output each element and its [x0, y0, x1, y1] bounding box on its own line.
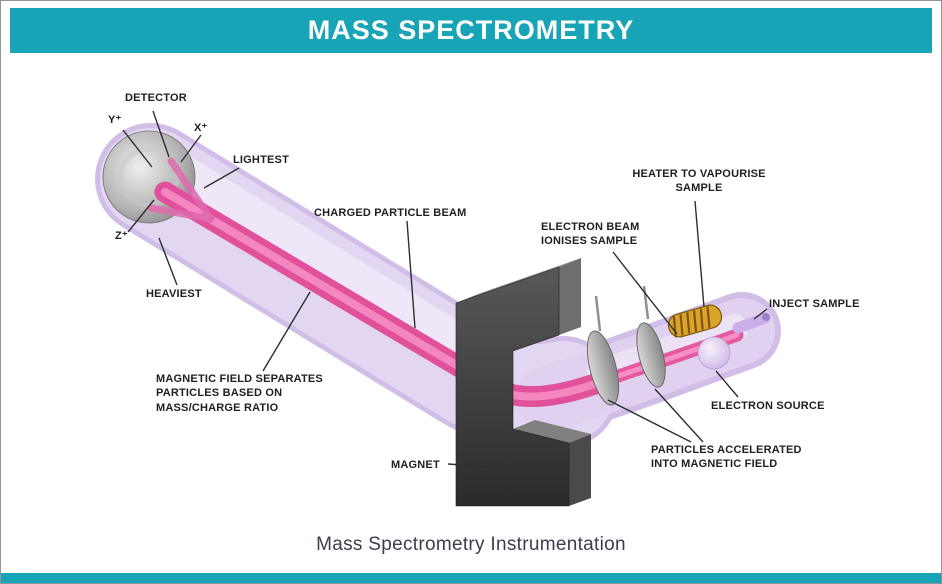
label-detector: DETECTOR	[125, 92, 187, 104]
leader-lightest	[203, 167, 240, 189]
magnet-front-face	[455, 266, 570, 507]
magnet-top-face	[456, 258, 581, 303]
leader-x-ion	[180, 134, 202, 163]
leader-magnetic-field	[262, 291, 311, 372]
leader-electron-beam	[612, 251, 678, 335]
label-y-ion: Y⁺	[108, 114, 122, 126]
flight-tube-highlight-left	[143, 143, 473, 361]
flight-tube-highlight-right	[587, 314, 748, 387]
leader-electron-source	[715, 370, 739, 398]
leader-detector	[152, 110, 170, 158]
label-electron-beam-line1: ELECTRON BEAM	[541, 221, 640, 233]
label-charged-particle-beam: CHARGED PARTICLE BEAM	[314, 207, 467, 219]
magnet-top-arm-side	[559, 258, 581, 335]
label-magnet: MAGNET	[391, 459, 440, 471]
label-particles-accelerated-line2: INTO MAGNETIC FIELD	[651, 458, 778, 471]
label-magnetic-field: MAGNETIC FIELD SEPARATES PARTICLES BASED…	[156, 372, 323, 415]
leader-inject	[753, 308, 768, 320]
label-magnetic-field-line3: MASS/CHARGE RATIO	[156, 401, 279, 414]
label-z-ion: Z⁺	[115, 230, 128, 242]
leader-z-ion	[127, 199, 155, 233]
leader-heater	[694, 200, 705, 308]
label-x-ion: X⁺	[194, 122, 208, 134]
label-electron-source: ELECTRON SOURCE	[711, 400, 825, 412]
label-lightest: LIGHTEST	[233, 154, 289, 166]
label-magnetic-field-line2: PARTICLES BASED ON	[156, 387, 283, 400]
label-heater-line1: HEATER TO VAPOURISE	[632, 168, 766, 180]
leader-accelerated-2	[654, 388, 704, 443]
label-electron-beam: ELECTRON BEAM IONISES SAMPLE	[541, 220, 640, 249]
heaviest-particle-trace	[147, 204, 215, 223]
page-title: MASS SPECTROMETRY	[307, 15, 635, 45]
header-banner: MASS SPECTROMETRY	[10, 8, 932, 53]
magnet-bottom-arm-side	[569, 434, 591, 506]
leader-lines	[122, 110, 768, 468]
label-magnetic-field-line1: MAGNETIC FIELD SEPARATES	[156, 373, 323, 385]
label-heater-line2: SAMPLE	[675, 182, 723, 195]
plate-rod-1	[594, 295, 602, 332]
label-electron-beam-line2: IONISES SAMPLE	[541, 235, 638, 248]
label-heaviest: HEAVIEST	[146, 288, 202, 300]
label-particles-accelerated-line1: PARTICLES ACCELERATED	[651, 444, 802, 456]
leader-charged-beam	[406, 220, 416, 329]
inject-capsule	[732, 312, 771, 334]
accelerator-plate-1	[586, 330, 620, 406]
plate-rod-2	[642, 285, 650, 320]
magnet-bottom-arm-top	[513, 420, 591, 443]
diagram-caption: Mass Spectrometry Instrumentation	[316, 534, 626, 555]
leader-y-ion	[122, 129, 153, 168]
leader-heaviest	[158, 237, 178, 286]
label-particles-accelerated: PARTICLES ACCELERATED INTO MAGNETIC FIEL…	[651, 443, 802, 472]
magnet	[455, 258, 591, 507]
electron-source-sphere	[697, 336, 731, 370]
accelerator-assembly	[586, 285, 666, 406]
heater-coil	[667, 304, 723, 338]
label-heater: HEATER TO VAPOURISE SAMPLE	[613, 167, 785, 196]
label-inject-sample: INJECT SAMPLE	[769, 298, 860, 310]
bottom-accent-bar	[1, 573, 941, 583]
accelerator-plate-2	[636, 322, 666, 388]
leader-magnet	[447, 463, 491, 468]
leader-accelerated-1	[607, 399, 692, 443]
lightest-particle-trace	[167, 157, 215, 223]
